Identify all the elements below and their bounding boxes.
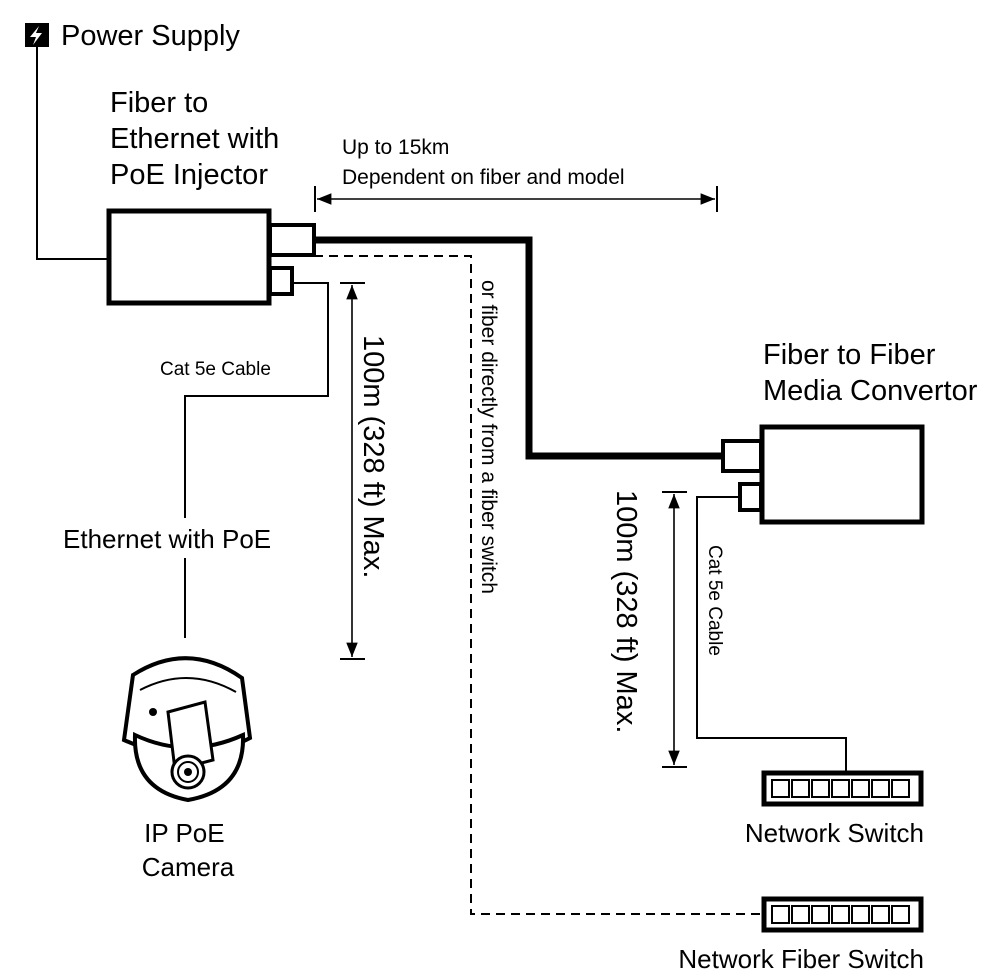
ethernet-label-bg [60, 518, 322, 558]
distance-sub-label: Dependent on fiber and model [342, 166, 625, 189]
media-convertor-label: Fiber to Fiber Media Convertor [763, 339, 978, 407]
cat5e-cable-left-label: Cat 5e Cable [160, 359, 271, 380]
network-fiber-switch-icon [761, 896, 924, 933]
network-switch-label: Network Switch [745, 818, 924, 848]
injector-label-line3: PoE Injector [110, 159, 268, 191]
power-cable [36, 47, 109, 260]
convertor-ethernet-port [738, 482, 763, 512]
camera-label: IP PoE Camera [142, 818, 235, 882]
cat5e-cable-right-label: Cat 5e Cable [704, 545, 725, 656]
media-convertor-label-line2: Media Convertor [763, 375, 978, 407]
injector-label-line1: Fiber to [110, 87, 208, 119]
poe-injector-device [106, 208, 316, 306]
injector-label-line2: Ethernet with [110, 123, 279, 155]
power-supply-icon [25, 23, 49, 47]
convertor-fiber-port [721, 439, 763, 473]
dome-camera-icon [121, 656, 253, 803]
injector-label: Fiber to Ethernet with PoE Injector [110, 87, 287, 191]
injector-ethernet-port [268, 266, 294, 296]
network-switch-icon [761, 770, 924, 807]
camera-label-line1: IP PoE [144, 818, 224, 848]
ethernet-poe-label: Ethernet with PoE [63, 524, 271, 554]
right-max-distance-label: 100m (328 ft) Max. [610, 490, 642, 733]
network-fiber-switch-label: Network Fiber Switch [678, 944, 924, 974]
left-max-distance-label: 100m (328 ft) Max. [357, 335, 389, 578]
fiber-switch-dashed-cable [314, 255, 762, 915]
camera-label-line2: Camera [142, 852, 235, 882]
fiber-switch-note: or fiber directly from a fiber switch [477, 280, 500, 594]
injector-fiber-port [268, 223, 316, 257]
media-convertor-label-line1: Fiber to Fiber [763, 339, 936, 371]
distance-label: Up to 15km [342, 136, 449, 159]
fiber-cable [314, 236, 723, 460]
cat5e-cable-left [184, 282, 329, 638]
power-supply-label: Power Supply [61, 20, 240, 52]
media-convertor-device [721, 424, 925, 525]
cat5e-cable-right [696, 496, 847, 773]
